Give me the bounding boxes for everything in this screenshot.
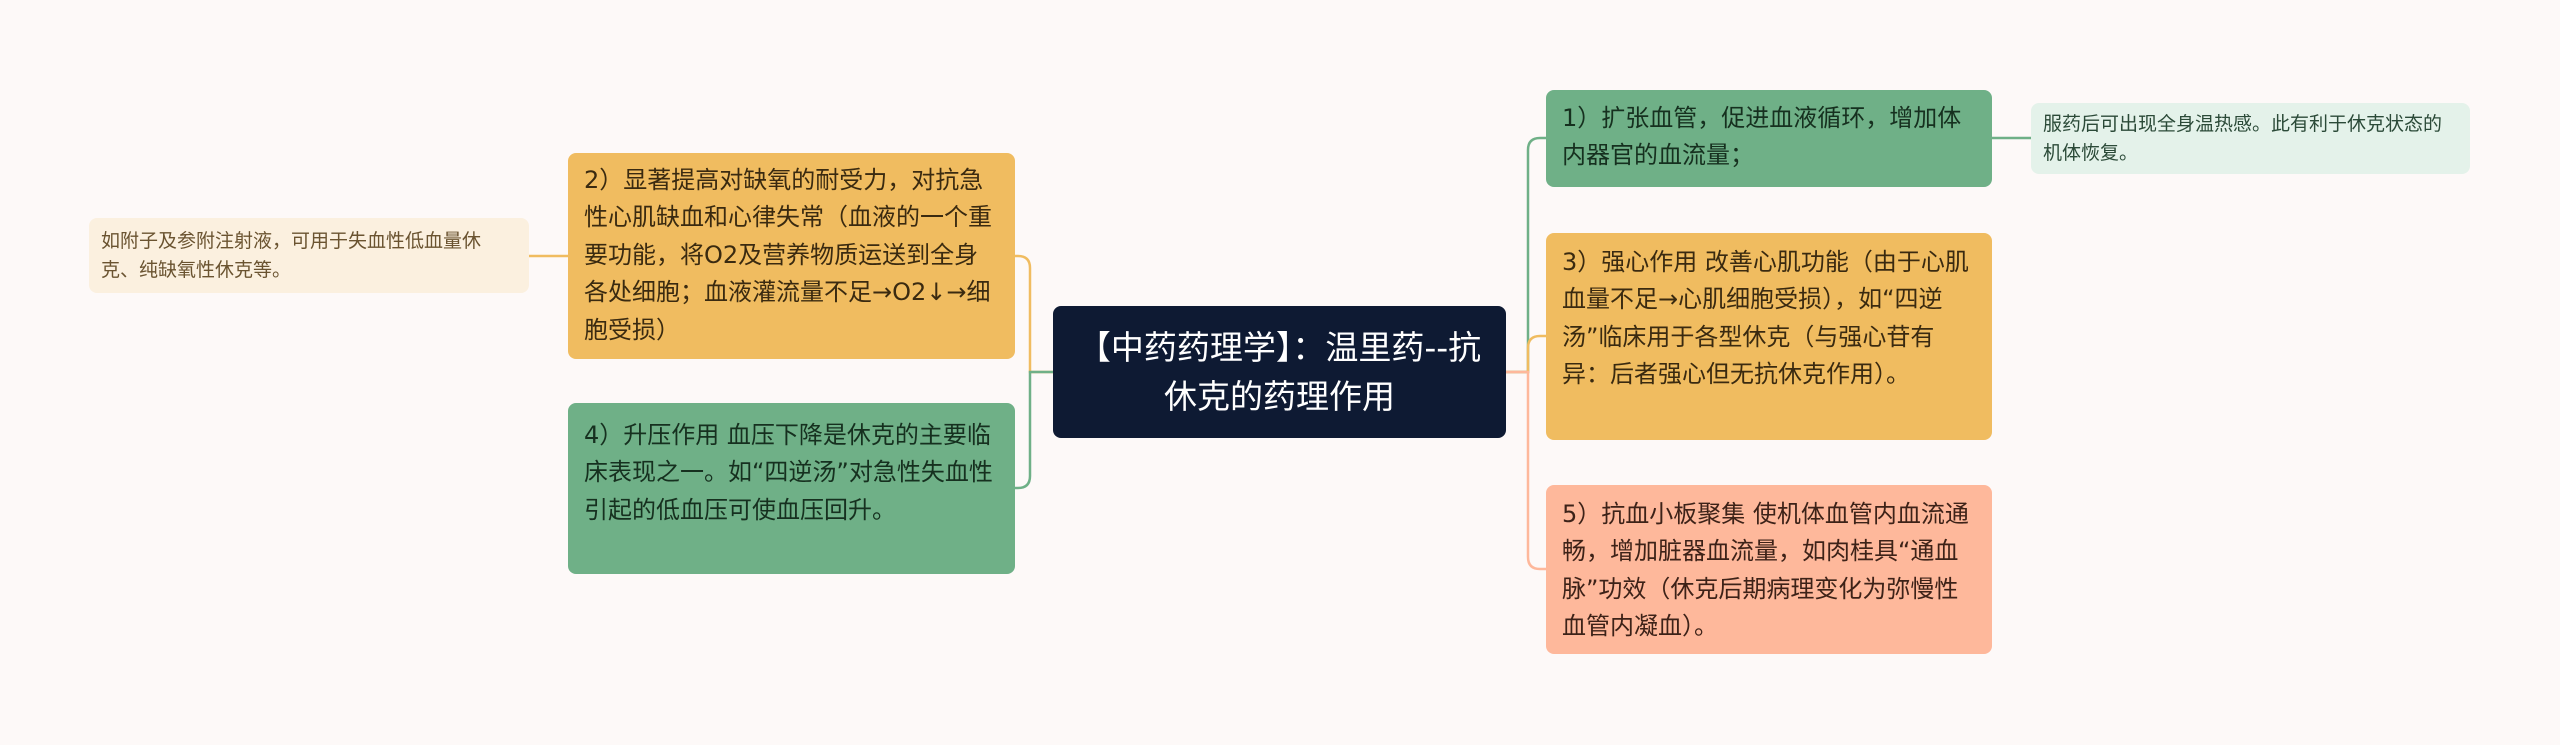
branch-3-node[interactable]: 3）强心作用 改善心肌功能（由于心肌血量不足→心肌细胞受损），如“四逆汤”临床用… (1546, 233, 1992, 440)
connector-root-to-branch-1 (1506, 136, 1546, 374)
connector-root-to-branch-4 (1015, 370, 1053, 490)
note-branch-2: 如附子及参附注射液，可用于失血性低血量休克、纯缺氧性休克等。 (89, 218, 529, 293)
connector-root-to-branch-3 (1506, 334, 1546, 374)
branch-2-node[interactable]: 2）显著提高对缺氧的耐受力，对抗急性心肌缺血和心律失常（血液的一个重要功能，将O… (568, 153, 1015, 359)
note-branch-1: 服药后可出现全身温热感。此有利于休克状态的机体恢复。 (2031, 103, 2470, 174)
branch-5-node[interactable]: 5）抗血小板聚集 使机体血管内血流通畅，增加脏器血流量，如肉桂具“通血脉”功效（… (1546, 485, 1992, 654)
root-node[interactable]: 【中药药理学】：温里药--抗休克的药理作用 (1053, 306, 1506, 438)
branch-1-node[interactable]: 1）扩张血管，促进血液循环，增加体内器官的血流量； (1546, 90, 1992, 187)
root-title: 【中药药理学】：温里药--抗休克的药理作用 (1077, 327, 1482, 417)
connector-root-to-branch-2 (1015, 254, 1053, 374)
branch-4-node[interactable]: 4）升压作用 血压下降是休克的主要临床表现之一。如“四逆汤”对急性失血性引起的低… (568, 403, 1015, 574)
connector-root-to-branch-5 (1506, 370, 1546, 571)
